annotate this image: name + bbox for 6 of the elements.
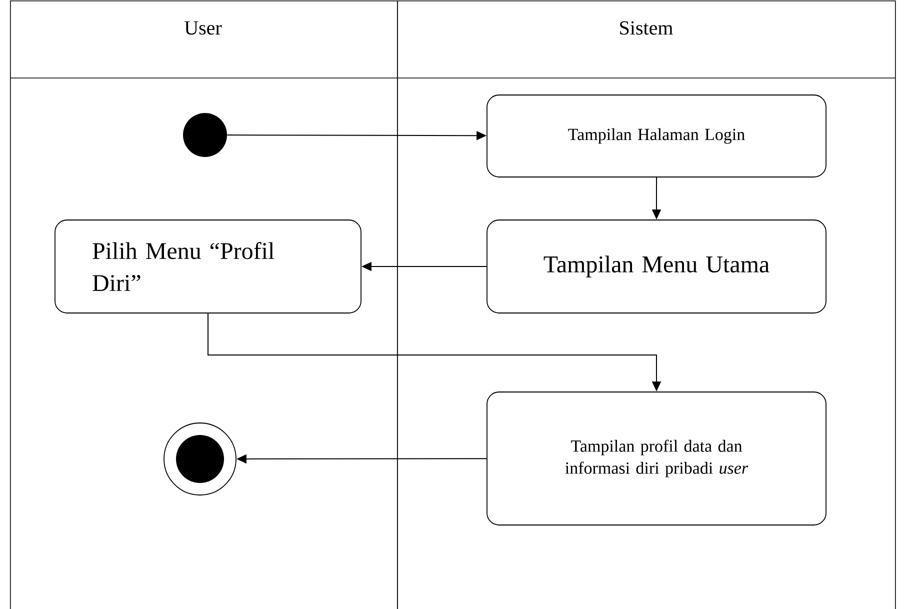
- action-box: Tampilan Menu Utama: [486, 220, 826, 314]
- end-node: [164, 422, 236, 496]
- action-box: Pilih Menu “Profil Diri”: [54, 220, 362, 314]
- start-node: [183, 113, 227, 157]
- action-box: Tampilan Halaman Login: [486, 94, 826, 178]
- action-box: Tampilan profil data dan informasi diri pribadi user: [486, 392, 826, 526]
